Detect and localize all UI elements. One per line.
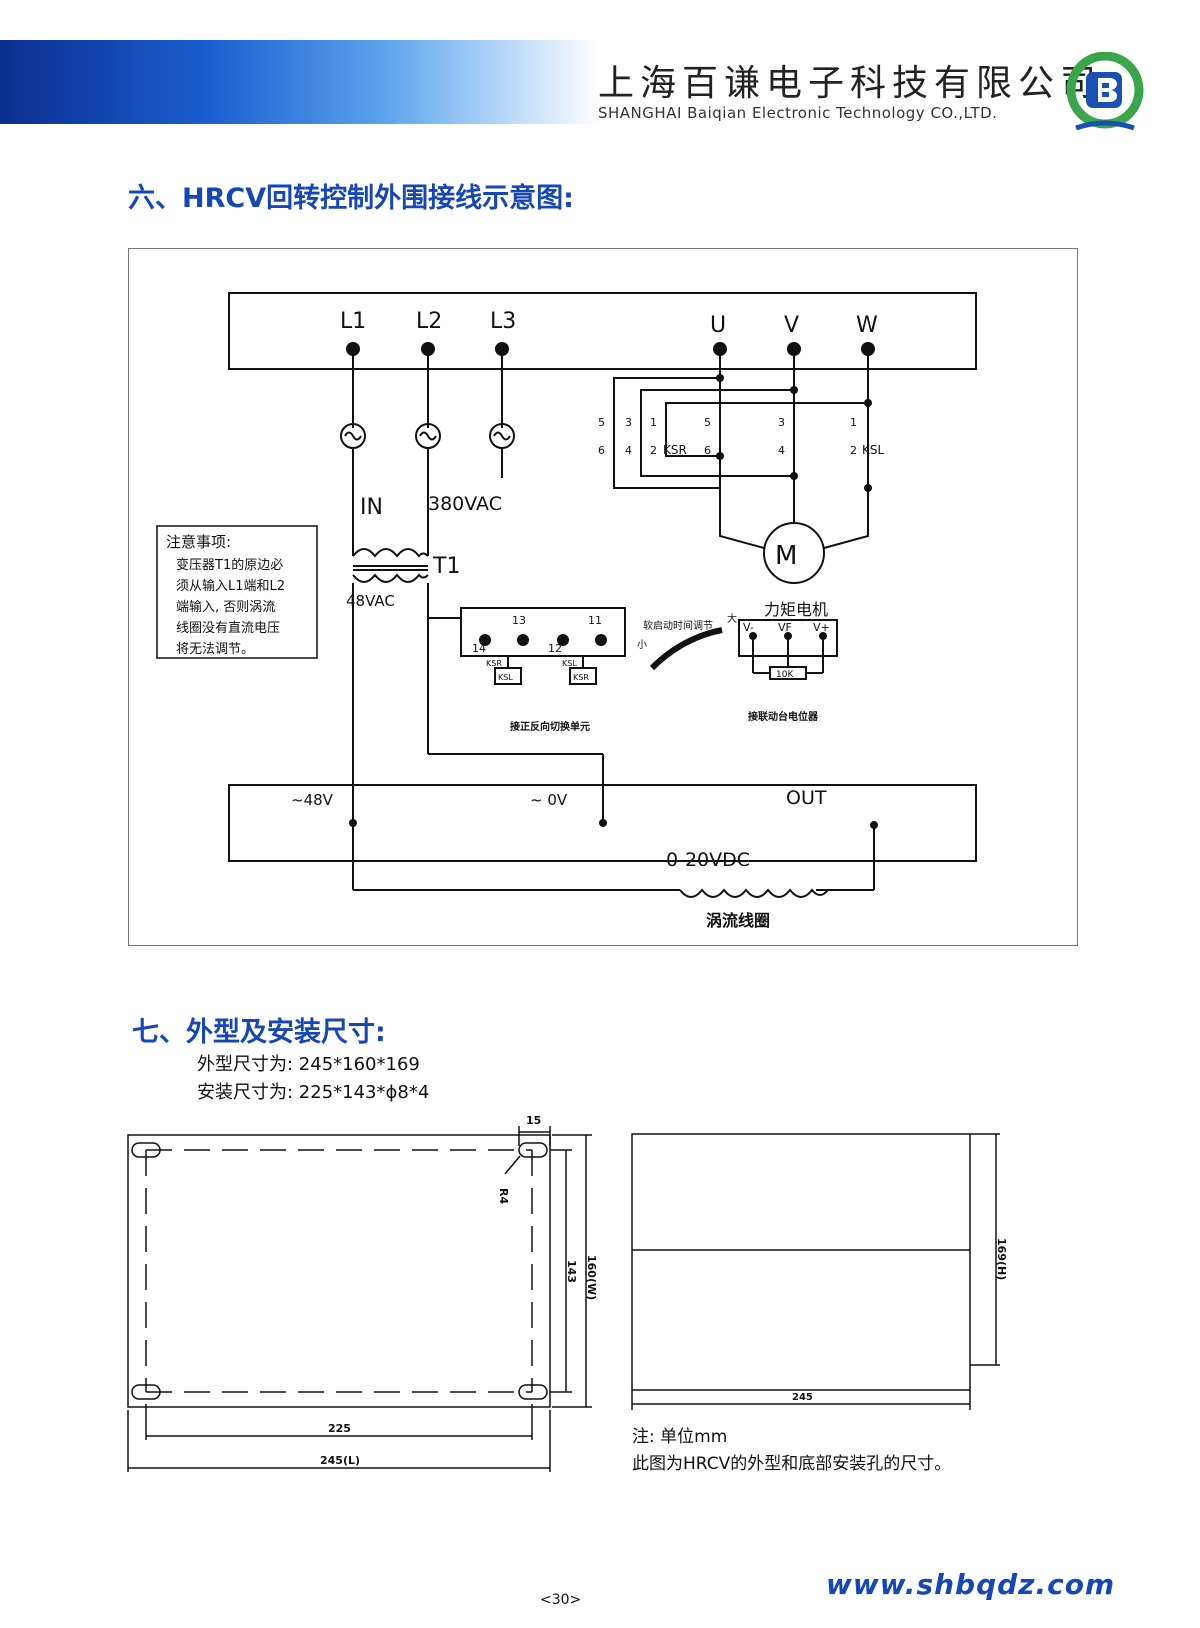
- relay-number: 11: [588, 614, 602, 627]
- note-line: 变压器T1的原边必: [176, 557, 283, 573]
- dim-169: 169(H): [995, 1238, 1008, 1280]
- pot-terminal: V-: [743, 621, 754, 634]
- switch-number: 1: [650, 416, 657, 429]
- switch-number: 3: [778, 416, 785, 429]
- website-link[interactable]: www.shbqdz.com: [826, 1568, 1116, 1601]
- header-banner: [0, 40, 600, 124]
- terminal-u: U: [710, 313, 726, 338]
- terminal-v: V: [784, 313, 799, 338]
- pot-label: 接联动台电位器: [748, 710, 819, 723]
- page-number: <30>: [540, 1592, 582, 1608]
- switch-number: 2: [650, 444, 657, 457]
- terminal-l2: L2: [416, 309, 442, 334]
- ksl-switch-label: KSL: [862, 443, 884, 457]
- transformer-label: T1: [432, 554, 460, 579]
- pot-value: 10K: [776, 670, 794, 680]
- relay-coil-label: KSL: [498, 673, 513, 682]
- terminal-l3: L3: [490, 309, 516, 334]
- wiring-diagram: L1 L2 L3 U V W IN 380VAC T1 48VAC M ~48V…: [156, 292, 977, 930]
- switch-number: 4: [778, 444, 785, 457]
- outline-dimensions: 外型尺寸为: 245*160*169: [197, 1054, 420, 1075]
- mounting-dimensions: 安装尺寸为: 225*143*ϕ8*4: [197, 1082, 430, 1103]
- note-line: 须从输入L1端和L2: [176, 578, 285, 594]
- dim-245l: 245(L): [320, 1454, 360, 1467]
- note-description: 此图为HRCV的外型和底部安装孔的尺寸。: [632, 1454, 952, 1474]
- coil-voltage-label: 0-20VDC: [666, 849, 750, 871]
- drawing-notes: 注: 单位mm 此图为HRCV的外型和底部安装孔的尺寸。: [632, 1424, 951, 1478]
- softstart-large: 大: [727, 612, 737, 625]
- pot-terminal: V+: [813, 621, 830, 634]
- dim-160: 160(W): [585, 1255, 598, 1300]
- relay-contact-label: KSR: [486, 659, 502, 668]
- motor-label: 力矩电机: [764, 600, 828, 619]
- relay-number: 12: [548, 642, 562, 655]
- motor-symbol: M: [775, 541, 797, 571]
- voltage-in-label: 380VAC: [428, 493, 502, 515]
- switch-number: 3: [625, 416, 632, 429]
- terminal-w: W: [856, 313, 878, 338]
- relay-number: 13: [512, 614, 526, 627]
- switch-number: 5: [704, 416, 711, 429]
- company-name-en: SHANGHAI Baiqian Electronic Technology C…: [598, 104, 998, 122]
- in-label: IN: [360, 495, 383, 520]
- ksr-switch-label: KSR: [663, 443, 687, 457]
- wiring-diagram-frame: [128, 248, 1078, 946]
- switch-number: 5: [598, 416, 605, 429]
- section-6-title: 六、HRCV回转控制外围接线示意图:: [128, 183, 574, 214]
- note-line: 端输入, 否则涡流: [176, 599, 275, 615]
- terminal-0v: ~ 0V: [530, 791, 568, 809]
- note-line: 将无法调节。: [176, 642, 254, 657]
- pot-terminal: VF: [778, 621, 792, 634]
- company-logo-icon: [1066, 52, 1144, 131]
- relay-unit-label: 接正反向切换单元: [510, 720, 590, 733]
- switch-number: 4: [625, 444, 632, 457]
- switch-number: 2: [850, 444, 857, 457]
- dimension-drawings: 15 R4 143 160(W) 225 245(L) 169(H) 245: [127, 1114, 1008, 1472]
- dim-r4: R4: [497, 1188, 510, 1204]
- note-line: 线圈没有直流电压: [176, 621, 280, 636]
- coil-label: 涡流线圈: [706, 911, 770, 930]
- softstart-label: 软启动时间调节: [643, 619, 713, 632]
- dim-15: 15: [526, 1114, 541, 1127]
- terminal-48v: ~48V: [291, 791, 334, 809]
- dim-245: 245: [792, 1392, 813, 1403]
- switch-number: 6: [598, 444, 605, 457]
- note-title: 注意事项:: [166, 533, 231, 551]
- relay-number: 14: [472, 642, 486, 655]
- relay-contact-label: KSL: [562, 659, 577, 668]
- switch-number: 6: [704, 444, 711, 457]
- dim-143: 143: [565, 1260, 578, 1283]
- terminal-l1: L1: [340, 309, 366, 334]
- dim-225: 225: [328, 1422, 351, 1435]
- softstart-small: 小: [637, 639, 647, 651]
- note-unit: 注: 单位mm: [632, 1427, 728, 1447]
- switch-number: 1: [850, 416, 857, 429]
- relay-coil-label: KSR: [573, 673, 589, 682]
- company-name-cn: 上海百谦电子科技有限公司: [598, 63, 1103, 104]
- secondary-voltage-label: 48VAC: [346, 592, 395, 610]
- section-7-title: 七、外型及安装尺寸:: [132, 1017, 386, 1048]
- terminal-out: OUT: [786, 787, 827, 809]
